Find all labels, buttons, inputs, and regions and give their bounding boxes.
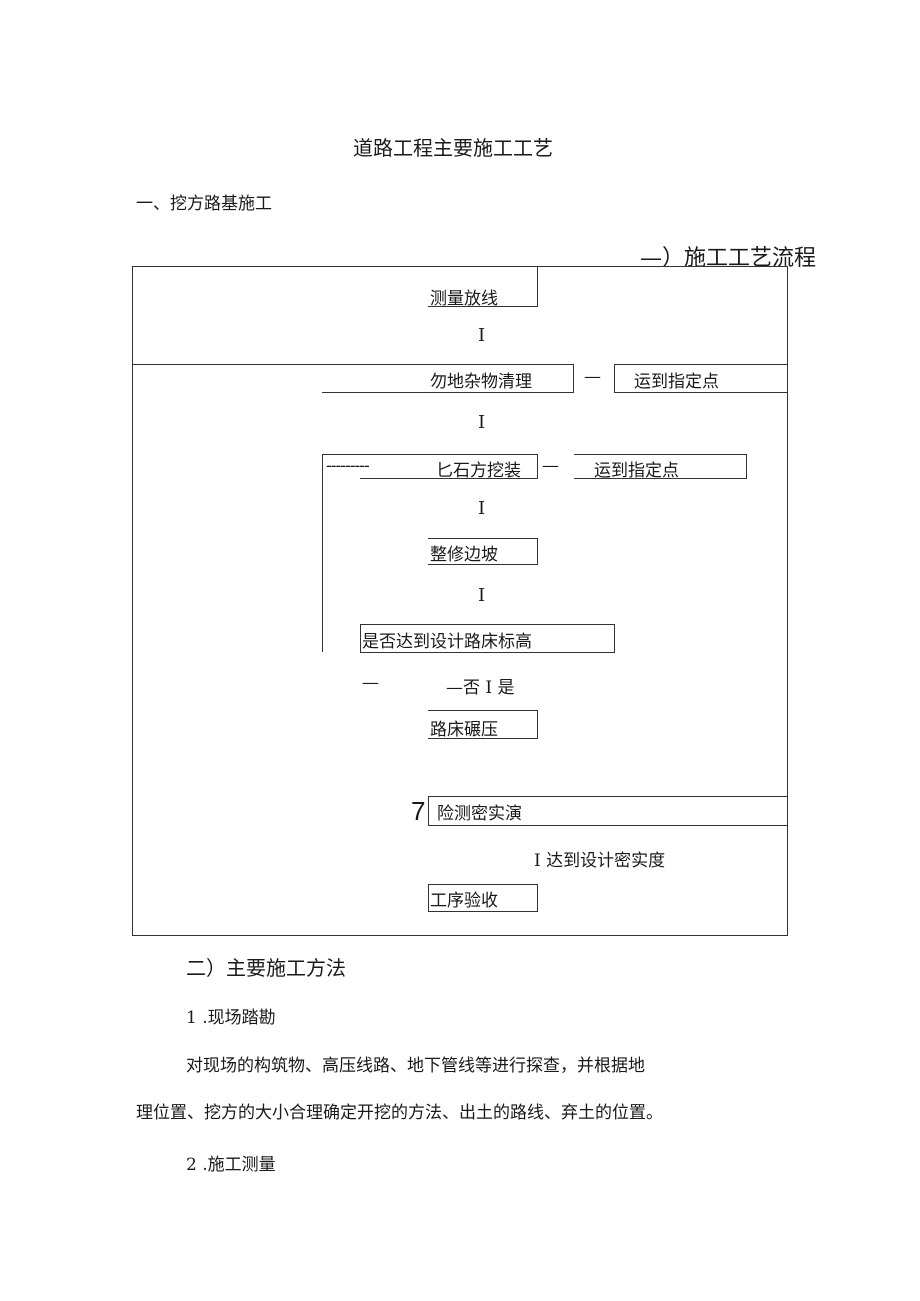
flow-step-excavate: 匕石方挖装 [436, 461, 521, 481]
flow-side-transport: 运到指定点 [594, 461, 679, 481]
step3-border-bottom [360, 478, 538, 479]
step5-border-right [614, 624, 615, 653]
flow-connector: — [584, 367, 601, 387]
flow-step-decision: 是否达到设计路床标高 [362, 632, 532, 652]
side3-border-top [574, 454, 747, 455]
flow-step-acceptance: 工序验收 [430, 891, 498, 911]
flow-side-transport: 运到指定点 [634, 372, 719, 392]
step7-border-top [428, 796, 788, 797]
frame-divider [132, 364, 573, 365]
flow-step-slope: 整修边坡 [430, 545, 498, 565]
flow-arrow: I [478, 325, 486, 346]
step6-border-right [537, 710, 538, 739]
flow-step-density: 险测密实演 [437, 804, 522, 824]
flow-step-compact: 路床碾压 [430, 720, 498, 740]
flow-branch-label: —否 I 是 [446, 678, 515, 698]
step6-border-bottom [428, 738, 538, 739]
frame-bottom [132, 935, 788, 936]
subsection-heading: 二）主要施工方法 [186, 956, 346, 980]
step3-border-right [537, 454, 538, 479]
flow-marker: 7 [411, 796, 426, 826]
flow-arrow: I [478, 585, 486, 606]
side3-border-bottom [574, 478, 747, 479]
step1-border-bottom [428, 306, 538, 307]
loop-line-left [322, 454, 323, 652]
step2-border-right [573, 364, 574, 393]
step8-border-top [428, 884, 538, 885]
step7-border-bottom [428, 825, 788, 826]
side2-border-top [614, 364, 788, 365]
step4-border-right [537, 538, 538, 565]
item-heading: 2 .施工测量 [186, 1155, 276, 1175]
step6-border-top [428, 710, 538, 711]
flow-connector: — [542, 456, 559, 476]
frame-right [787, 266, 788, 936]
frame-top [132, 266, 788, 267]
flow-dashes: --------- [326, 456, 370, 476]
step4-border-bottom [428, 564, 538, 565]
flow-arrow: I [478, 498, 486, 519]
flow-step-clear: 勿地杂物清理 [430, 372, 532, 392]
step5-border-left [360, 624, 361, 653]
flow-step-survey: 测量放线 [430, 289, 498, 309]
flow-check-label: I 达到设计密实度 [534, 851, 666, 871]
step4-border-top [428, 538, 538, 539]
section-heading: 一、挖方路基施工 [136, 194, 272, 214]
step5-border-top [360, 624, 615, 625]
paragraph-line: 对现场的构筑物、高压线路、地下管线等进行探查，并根据地 [186, 1056, 645, 1076]
side2-border-left [614, 364, 615, 393]
step7-border-left [428, 796, 429, 826]
step2-border-bottom [322, 392, 574, 393]
side2-border-bottom [614, 392, 788, 393]
step1-border-right [537, 266, 538, 306]
flow-arrow: I [478, 412, 486, 433]
step3-border-top [322, 454, 538, 455]
page-title: 道路工程主要施工工艺 [353, 136, 553, 160]
step5-border-bottom [360, 652, 615, 653]
step8-border-right [537, 884, 538, 912]
flow-connector: — [362, 673, 379, 693]
frame-left [132, 266, 133, 936]
item-heading: 1 .现场踏勘 [186, 1008, 276, 1028]
paragraph-line: 理位置、挖方的大小合理确定开挖的方法、出土的路线、弃土的位置。 [136, 1103, 663, 1123]
step8-border-left [428, 884, 429, 912]
side3-border-right [746, 454, 747, 479]
subsection-heading: —）施工工艺流程 [640, 246, 817, 271]
step8-border-bottom [428, 911, 538, 912]
